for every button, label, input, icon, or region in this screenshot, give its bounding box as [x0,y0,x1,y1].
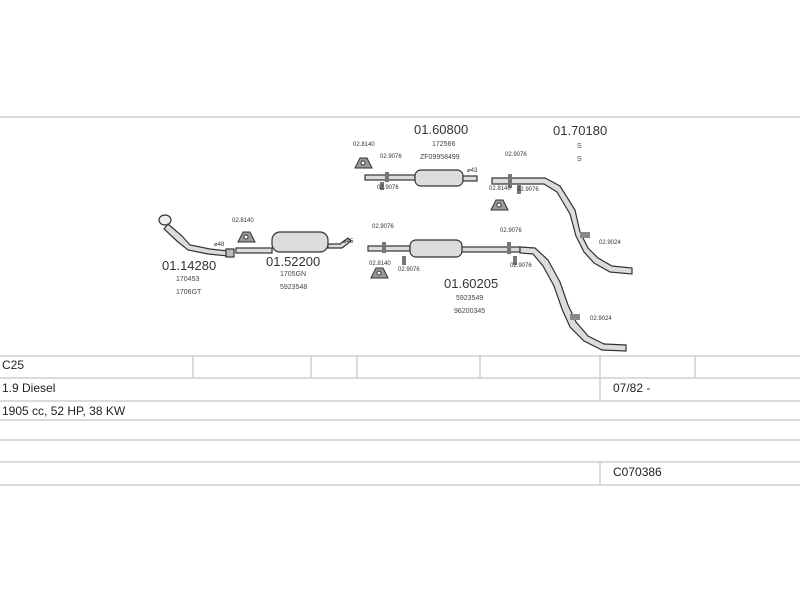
upper-muffler-inlet-pipe [364,174,416,181]
upper-clamp-2 [380,182,384,190]
upper-tail-clamp-2 [517,185,521,194]
upper-clamp-2-label: 02.9076 [377,185,399,191]
lower-tail-clamp-2-label: 02.9076 [510,263,532,269]
upper-tail-pipe [491,177,633,275]
lower-muffler-number: 01.60205 [444,276,498,291]
lower-muffler-ref-2: 96200345 [454,308,485,315]
lower-muffler-hanger [370,267,389,279]
middle-hanger-label: 02.8140 [232,218,254,224]
lower-tail-clamp-2 [513,256,517,265]
lower-clamp-1 [382,242,386,253]
middle-muffler-number: 01.52200 [266,254,320,269]
middle-muffler-ref-1: 1705GN [280,271,306,278]
middle-muffler-inlet-pipe [235,247,273,254]
lower-center-muffler [367,239,521,258]
tail-pipe-ref-1: S [577,143,582,150]
upper-muffler-ref-1: 172566 [432,141,455,148]
front-pipe-ref-1: 170453 [176,276,199,283]
front-pipe-end [225,248,235,258]
lower-clamp-2 [402,256,406,265]
middle-muffler-outlet-pipe [327,237,352,249]
lower-tail-pipe [519,246,627,352]
vehicle-specs: 1905 cc, 52 HP, 38 KW [2,404,126,418]
lower-hanger-label: 02.8140 [369,261,391,267]
upper-hanger-label: 02.8140 [353,142,375,148]
front-pipe-ref-2: 1706GT [176,289,202,296]
upper-clamp-1-label: 02.9076 [380,154,402,160]
lower-muffler-ref-1: 5923549 [456,295,483,302]
upper-tail-bracket [580,232,590,238]
front-pipe-flange [158,214,172,226]
middle-muffler-ref-2: 5923548 [280,284,307,291]
middle-muffler [235,231,352,254]
tail-pipe-number: 01.70180 [553,123,607,138]
lower-tail-bracket [570,314,580,320]
upper-tail-clamp-1 [508,174,512,188]
upper-clamp-1 [385,172,389,182]
frame-lines [0,116,800,486]
lower-muffler-outlet-pipe [461,246,521,253]
vehicle-period: 07/82 - [613,381,651,395]
upper-tail-hanger-label: 02.8140 [489,186,511,192]
upper-tail-clamp-2-label: 02.9076 [517,187,539,193]
middle-muffler-size: ⌀45 [343,239,354,245]
upper-tail-hanger [490,199,509,211]
lower-clamp-2-label: 02.9076 [398,267,420,273]
lower-tail-clamp-1 [507,242,511,254]
middle-hanger [237,231,256,243]
lower-muffler-body [409,239,463,258]
upper-muffler-number: 01.60800 [414,122,468,137]
middle-muffler-body [271,231,329,253]
vehicle-code: C070386 [613,465,662,479]
upper-muffler-hanger [354,157,373,169]
front-pipe-tube [163,223,229,257]
upper-muffler-outlet-pipe [462,175,478,182]
front-pipe [158,214,235,258]
lower-muffler-inlet-pipe [367,245,411,252]
vehicle-engine: 1.9 Diesel [2,381,56,395]
lower-clamp-1-label: 02.9076 [372,224,394,230]
upper-muffler-body [414,169,464,187]
tail-pipe-ref-2: S [577,156,582,163]
front-pipe-size: ⌀48 [214,242,225,248]
lower-tail-clamp-1-label: 02.9076 [500,228,522,234]
lower-tail-bracket-label: 02.9024 [590,316,612,322]
upper-tail-bracket-label: 02.9024 [599,240,621,246]
upper-muffler-size: ⌀43 [467,168,478,174]
upper-muffler-ref-2: ZF09958499 [420,154,460,161]
front-pipe-number: 01.14280 [162,258,216,273]
upper-center-muffler [364,169,478,187]
vehicle-model: C25 [2,358,25,372]
upper-tail-clamp-1-label: 02.9076 [505,152,527,158]
